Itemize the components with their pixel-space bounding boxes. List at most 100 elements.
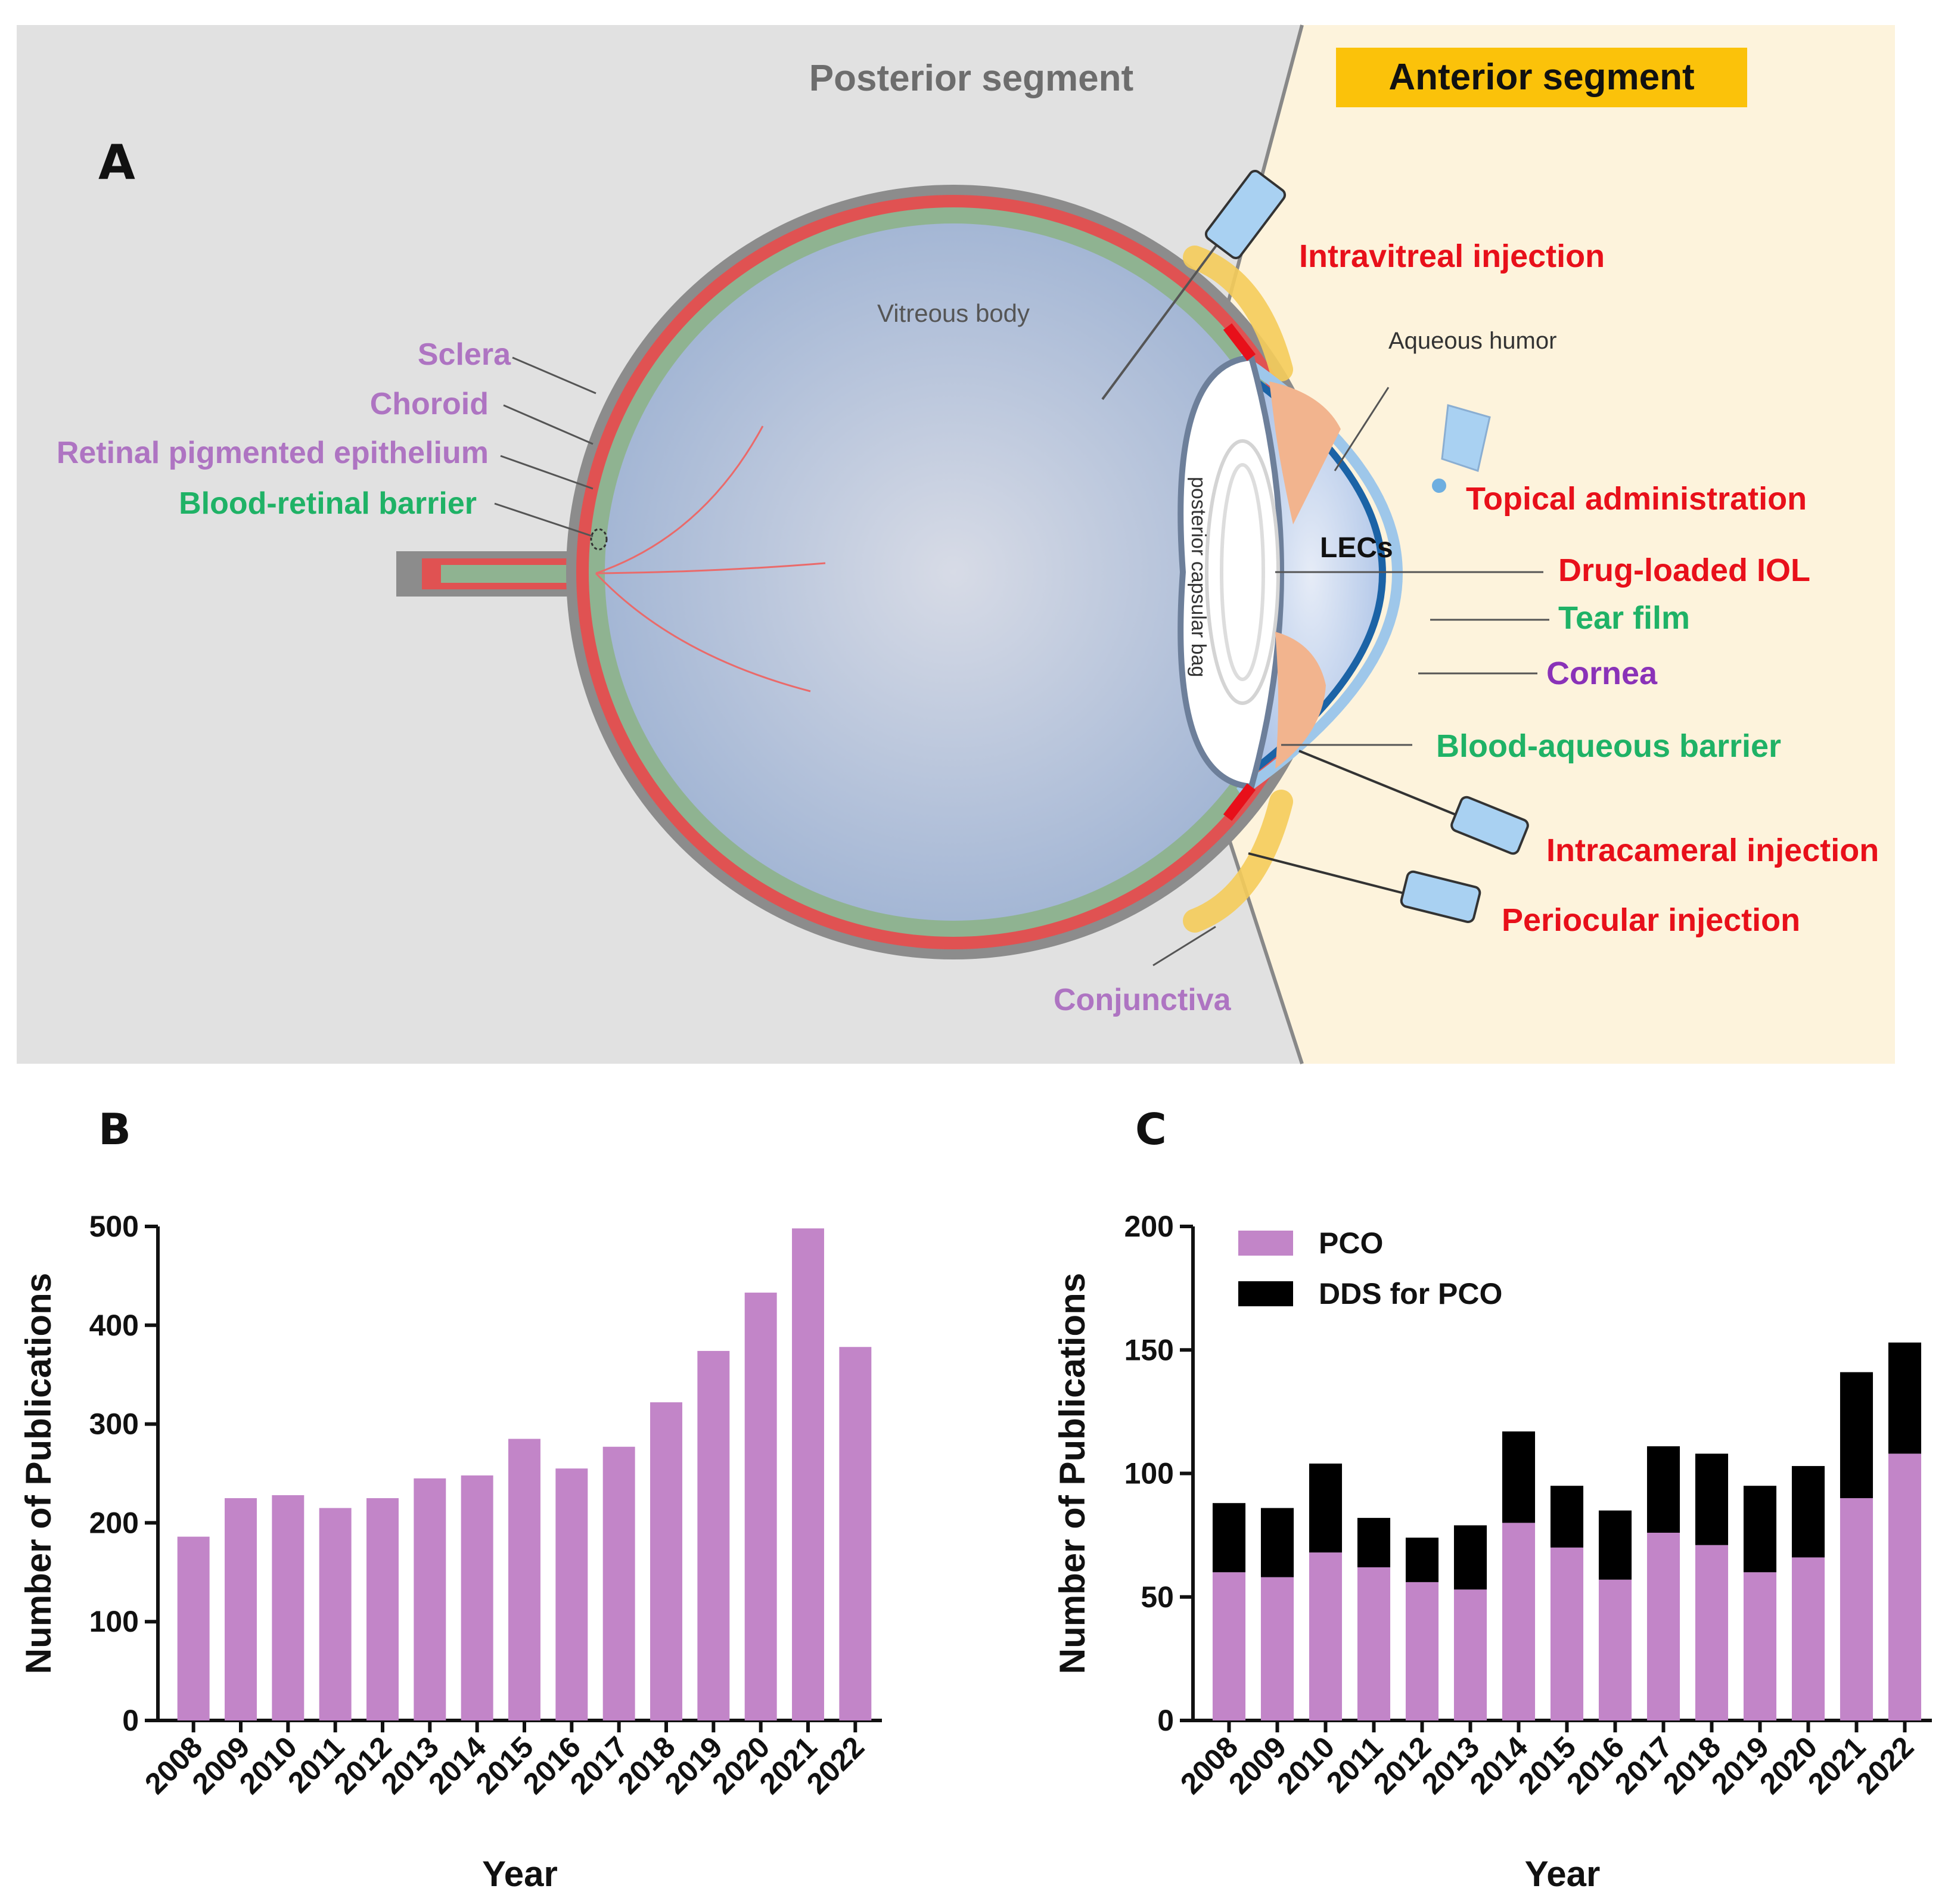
y-axis-title: Number of Publications xyxy=(1052,1273,1092,1674)
y-tick-label: 200 xyxy=(1124,1210,1174,1243)
intracameral-syringe-icon xyxy=(1298,750,1529,855)
topical-administration-label: Topical administration xyxy=(1466,481,1807,517)
capsular-bag xyxy=(1177,354,1284,790)
intravitreal-injection-label: Intravitreal injection xyxy=(1299,238,1605,274)
posterior-segment-title: Posterior segment xyxy=(809,58,1133,99)
panel-a: Posterior segment Anterior segment A Vit… xyxy=(17,24,1895,1064)
bar-segment xyxy=(1840,1372,1873,1498)
bar-segment xyxy=(1888,1453,1922,1720)
chart-b: 0100200300400500200820092010201120122013… xyxy=(18,1210,882,1894)
bar xyxy=(319,1508,352,1720)
anterior-segment-title: Anterior segment xyxy=(1388,57,1694,98)
bar-segment xyxy=(1357,1518,1391,1568)
legend-swatch xyxy=(1238,1281,1293,1306)
y-tick-label: 150 xyxy=(1124,1333,1174,1366)
tear-film-label: Tear film xyxy=(1558,600,1690,636)
bar-segment xyxy=(1888,1342,1922,1454)
bar xyxy=(555,1468,588,1720)
y-tick-label: 100 xyxy=(89,1605,139,1638)
retinal-vessel xyxy=(595,572,811,692)
bar xyxy=(697,1350,730,1720)
bar xyxy=(461,1475,493,1720)
choroid-label: Choroid xyxy=(370,387,489,421)
lens-epithelial-cells xyxy=(1275,632,1326,769)
bar-segment xyxy=(1260,1508,1294,1577)
conjunctiva-upper xyxy=(1183,246,1293,381)
retinal-vessel xyxy=(595,562,826,574)
bar-segment xyxy=(1502,1431,1536,1523)
vitreous-body xyxy=(605,223,1302,921)
y-tick-label: 0 xyxy=(1157,1704,1174,1737)
drug-loaded-iol-label: Drug-loaded IOL xyxy=(1558,552,1810,588)
eye-drop-bottle-icon xyxy=(1432,404,1491,493)
bar-segment xyxy=(1743,1572,1777,1720)
bar-segment xyxy=(1598,1510,1632,1580)
bar-segment xyxy=(1309,1463,1343,1553)
x-axis-title: Year xyxy=(1525,1854,1601,1894)
bar-segment xyxy=(1405,1582,1439,1720)
y-tick-label: 200 xyxy=(89,1506,139,1539)
bar-segment xyxy=(1695,1545,1729,1720)
bar-segment xyxy=(1357,1567,1391,1720)
bar-segment xyxy=(1405,1538,1439,1582)
bar-segment xyxy=(1646,1532,1680,1720)
anterior-title-box xyxy=(1336,48,1747,107)
bar-segment xyxy=(1550,1486,1584,1548)
y-tick-label: 100 xyxy=(1124,1457,1174,1490)
conjunctiva-label: Conjunctiva xyxy=(1054,983,1232,1017)
bar xyxy=(177,1536,210,1720)
leader-lines xyxy=(494,356,1549,967)
y-axis-title: Number of Publications xyxy=(18,1273,58,1674)
intravitreal-syringe-icon xyxy=(1101,170,1287,400)
panel-c: C 05010015020020082009201020112012201320… xyxy=(1052,1104,1932,1894)
conjunctiva-lower xyxy=(1183,790,1293,933)
legend-swatch xyxy=(1238,1231,1293,1256)
bar xyxy=(602,1446,635,1720)
y-tick-label: 500 xyxy=(89,1210,139,1243)
chart-c: 0501001502002008200920102011201220132014… xyxy=(1052,1210,1932,1894)
bar xyxy=(414,1478,446,1720)
bar xyxy=(366,1498,399,1720)
y-tick-label: 400 xyxy=(89,1309,139,1342)
bar-segment xyxy=(1646,1446,1680,1533)
lens-rings xyxy=(1220,463,1265,681)
bar-segment xyxy=(1598,1579,1632,1720)
panel-b: B 01002003004005002008200920102011201220… xyxy=(18,1104,882,1894)
blood-retinal-barrier-marker xyxy=(590,528,608,551)
capsular-bag-label: posterior capsular bag xyxy=(1187,477,1210,677)
anterior-background xyxy=(1150,25,1895,1064)
bar xyxy=(508,1439,540,1720)
retinal-vessel xyxy=(595,425,764,574)
panel-c-letter: C xyxy=(1135,1104,1167,1154)
bar-segment xyxy=(1840,1498,1873,1720)
bar xyxy=(650,1402,682,1720)
bar xyxy=(792,1228,824,1720)
panel-b-letter: B xyxy=(98,1104,131,1154)
bar-segment xyxy=(1502,1523,1536,1720)
ciliary-red-upper xyxy=(1223,323,1256,361)
bar-segment xyxy=(1453,1589,1487,1720)
panel-a-letter: A xyxy=(98,135,135,190)
lens-epithelial-cells xyxy=(1269,381,1341,524)
bar-segment xyxy=(1743,1486,1777,1573)
ciliary-red-lower xyxy=(1223,783,1256,821)
bar-segment xyxy=(1695,1453,1729,1545)
bar xyxy=(272,1495,305,1720)
x-tick-label: 2022 xyxy=(1850,1730,1920,1800)
bar xyxy=(839,1347,872,1720)
bar-segment xyxy=(1309,1552,1343,1720)
bar-segment xyxy=(1791,1466,1825,1558)
periocular-syringe-icon xyxy=(1248,852,1481,923)
blood-aqueous-barrier-label: Blood-aqueous barrier xyxy=(1436,728,1781,764)
blood-retinal-barrier-label: Blood-retinal barrier xyxy=(179,486,477,521)
aqueous-humor-label: Aqueous humor xyxy=(1388,328,1556,354)
y-tick-label: 0 xyxy=(122,1704,139,1737)
bar-segment xyxy=(1791,1557,1825,1720)
bar xyxy=(744,1293,777,1720)
y-tick-label: 50 xyxy=(1141,1580,1174,1614)
periocular-injection-label: Periocular injection xyxy=(1502,902,1800,938)
cornea-label: Cornea xyxy=(1546,656,1658,691)
vitreous-label: Vitreous body xyxy=(877,299,1030,327)
lecs-label: LECs xyxy=(1320,532,1393,564)
